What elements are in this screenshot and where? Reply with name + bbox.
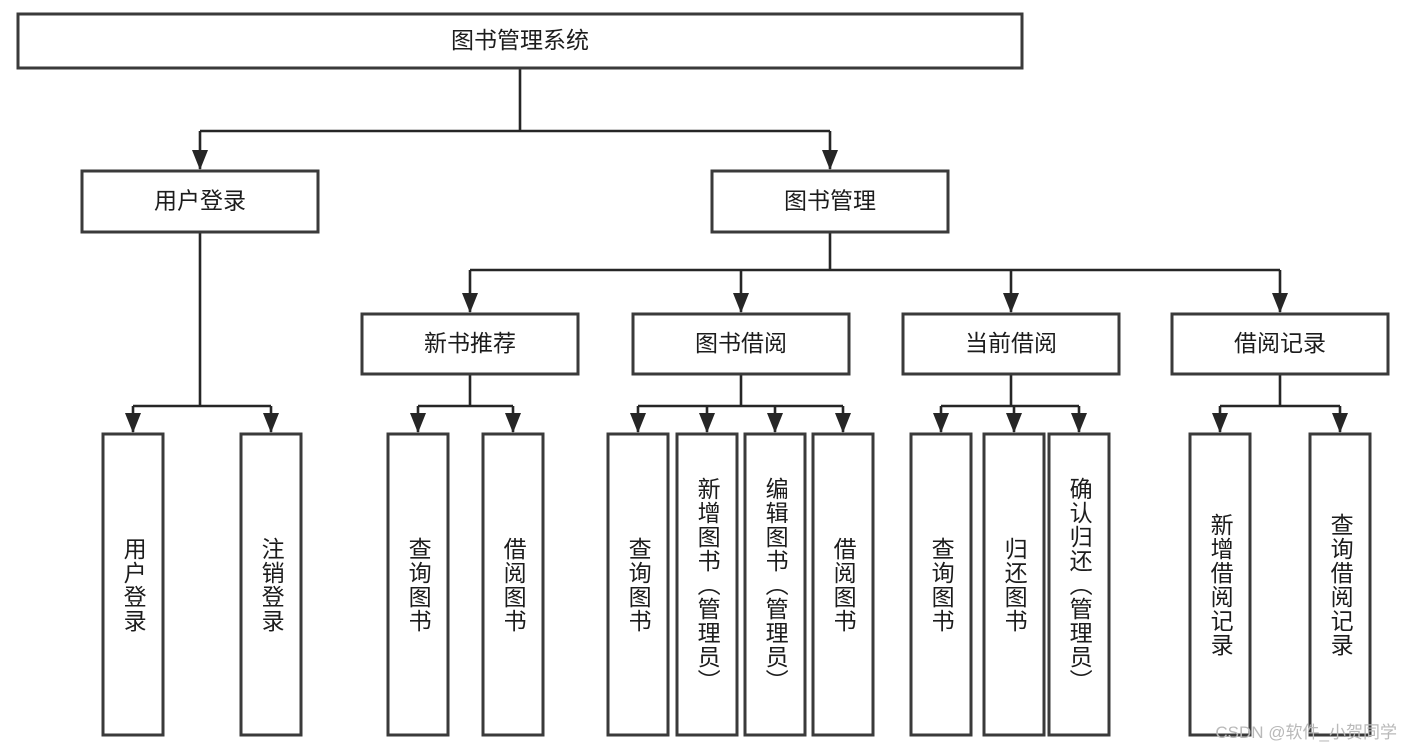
arrow-head-icon (462, 293, 478, 313)
arrow-head-icon (822, 150, 838, 170)
node-leaf-4[interactable] (606, 432, 670, 737)
arrow-head-icon (1272, 293, 1288, 313)
node-leaf-5[interactable] (675, 432, 739, 737)
arrow-head-icon (630, 413, 646, 433)
node-leaf-2[interactable] (386, 432, 450, 737)
arrow-head-icon (192, 150, 208, 170)
node-level1-1[interactable] (710, 169, 950, 234)
arrow-head-icon (933, 413, 949, 433)
arrow-head-icon (505, 413, 521, 433)
arrow-head-icon (410, 413, 426, 433)
node-level1-0[interactable] (80, 169, 320, 234)
connector-layer (125, 68, 1348, 433)
arrow-head-icon (1003, 293, 1019, 313)
arrow-head-icon (263, 413, 279, 433)
node-leaf-7[interactable] (811, 432, 875, 737)
watermark: CSDN @软件_小贺同学 (1215, 723, 1397, 742)
node-box-layer (16, 12, 1390, 737)
node-label-level2-1: 图书借阅 (695, 330, 787, 356)
arrow-head-icon (125, 413, 141, 433)
node-level2-0[interactable] (360, 312, 580, 376)
node-label-level1-0: 用户登录 (154, 188, 246, 214)
node-leaf-11[interactable] (1188, 432, 1252, 737)
node-leaf-12[interactable] (1308, 432, 1372, 737)
arrow-head-icon (1332, 413, 1348, 433)
node-leaf-9[interactable] (982, 432, 1046, 737)
node-label-level2-3: 借阅记录 (1234, 330, 1326, 356)
arrow-head-icon (1006, 413, 1022, 433)
arrow-head-icon (1212, 413, 1228, 433)
node-level2-3[interactable] (1170, 312, 1390, 376)
node-label-root-system: 图书管理系统 (451, 27, 589, 53)
node-leaf-0[interactable] (101, 432, 165, 737)
node-label-level1-1: 图书管理 (784, 188, 876, 214)
arrow-head-icon (1071, 413, 1087, 433)
node-leaf-10[interactable] (1047, 432, 1111, 737)
node-leaf-8[interactable] (909, 432, 973, 737)
node-leaf-1[interactable] (239, 432, 303, 737)
arrow-head-icon (699, 413, 715, 433)
node-leaf-6[interactable] (743, 432, 807, 737)
node-label-level2-2: 当前借阅 (965, 330, 1057, 356)
node-level2-1[interactable] (631, 312, 851, 376)
arrow-head-icon (767, 413, 783, 433)
node-root-system[interactable] (16, 12, 1024, 70)
node-level2-2[interactable] (901, 312, 1121, 376)
arrow-head-icon (733, 293, 749, 313)
arrow-head-icon (835, 413, 851, 433)
node-leaf-3[interactable] (481, 432, 545, 737)
node-label-level2-0: 新书推荐 (424, 330, 516, 356)
